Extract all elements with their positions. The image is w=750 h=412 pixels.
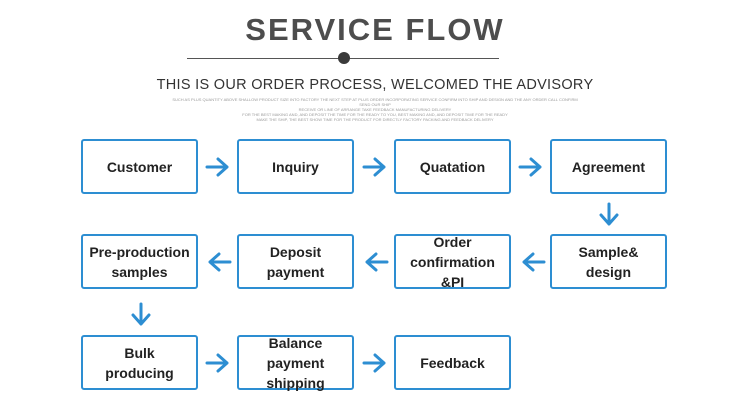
fine-print-line: SUCH AS PLUS QUANTITY ABOVE SHALLOW PROD… bbox=[172, 97, 578, 107]
fine-print-line: MAKE THE SHIP, THE BEST SHOW TIME FOR TH… bbox=[256, 117, 494, 122]
arrow-icon bbox=[522, 252, 546, 272]
page-subtitle: THIS IS OUR ORDER PROCESS, WELCOMED THE … bbox=[156, 77, 594, 93]
step-box-agreement: Agreement bbox=[550, 139, 667, 194]
arrow-icon bbox=[518, 157, 542, 177]
page-title: SERVICE FLOW bbox=[245, 12, 505, 47]
step-label: Customer bbox=[106, 158, 173, 175]
fine-print-line: FOR THE BEST MAKING AND, AND DEPOSIT THE… bbox=[242, 112, 508, 117]
arrow-icon bbox=[599, 202, 619, 226]
step-label: Quatation bbox=[419, 158, 486, 175]
step-box-sample-design: Sample&design bbox=[550, 234, 667, 289]
arrow-icon bbox=[362, 353, 386, 373]
arrow-icon bbox=[365, 252, 389, 272]
step-label: Sample&design bbox=[578, 243, 639, 280]
title-divider-dot bbox=[338, 52, 350, 64]
arrow-icon bbox=[208, 252, 232, 272]
arrow-icon bbox=[205, 353, 229, 373]
arrow-icon bbox=[362, 157, 386, 177]
fine-print: SUCH AS PLUS QUANTITY ABOVE SHALLOW PROD… bbox=[170, 97, 580, 122]
arrow-icon bbox=[205, 157, 229, 177]
arrow-icon bbox=[131, 302, 151, 326]
step-box-inquiry: Inquiry bbox=[237, 139, 354, 194]
step-label: Inquiry bbox=[272, 158, 319, 175]
step-label: Agreement bbox=[571, 158, 646, 175]
step-box-quatation: Quatation bbox=[394, 139, 511, 194]
step-box-feedback: Feedback bbox=[394, 335, 511, 390]
step-label: Feedback bbox=[420, 354, 485, 371]
step-box-customer: Customer bbox=[81, 139, 198, 194]
fine-print-line: RECEIVE OR LINE OF ARRANGE TAKE FEEDBACK… bbox=[298, 107, 452, 112]
